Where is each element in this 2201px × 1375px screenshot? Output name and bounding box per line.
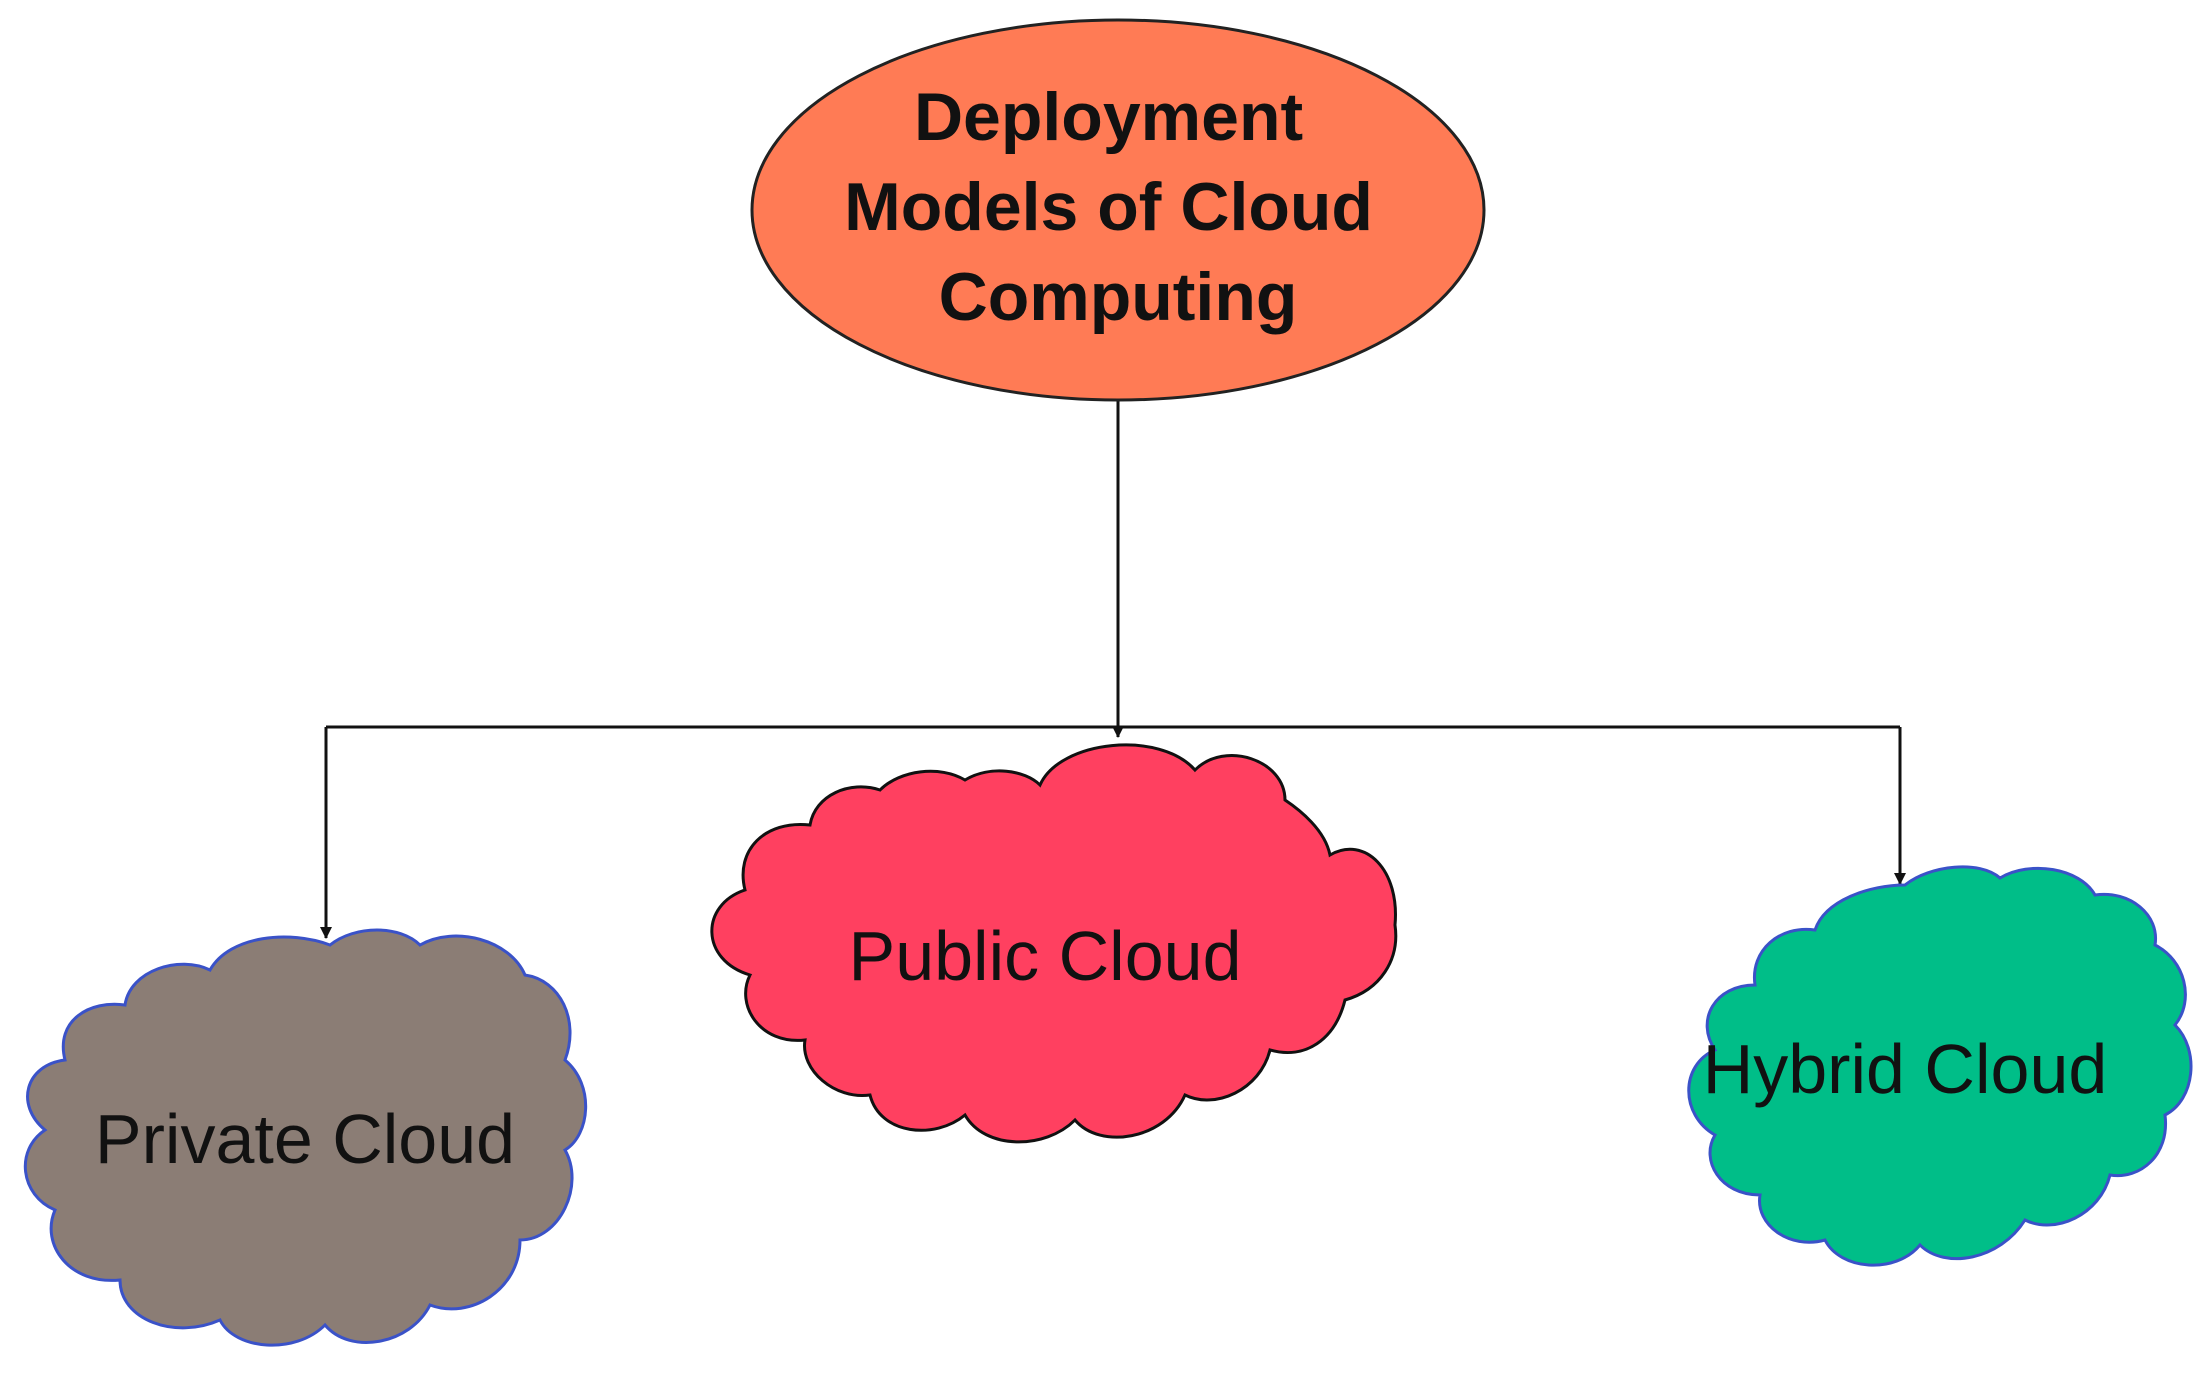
root-title: Deployment Models of Cloud Computing	[844, 79, 1392, 335]
root-title-line-1: Deployment	[914, 79, 1303, 155]
root-node: Deployment Models of Cloud Computing	[750, 18, 1486, 402]
root-title-line-3: Computing	[939, 259, 1298, 335]
hybrid-cloud-label: Hybrid Cloud	[1703, 1030, 2108, 1108]
public-cloud-node: Public Cloud	[710, 743, 1398, 1144]
hybrid-cloud-node: Hybrid Cloud	[1687, 865, 2193, 1267]
private-cloud-shape	[23, 928, 588, 1347]
public-cloud-shape	[710, 743, 1398, 1144]
connectors	[320, 400, 1906, 939]
hybrid-cloud-shape	[1687, 865, 2193, 1267]
root-title-line-2: Models of Cloud	[844, 169, 1373, 245]
root-ellipse	[750, 18, 1486, 402]
public-cloud-label: Public Cloud	[849, 917, 1242, 995]
private-cloud-label: Private Cloud	[95, 1100, 515, 1178]
private-cloud-node: Private Cloud	[23, 928, 588, 1347]
